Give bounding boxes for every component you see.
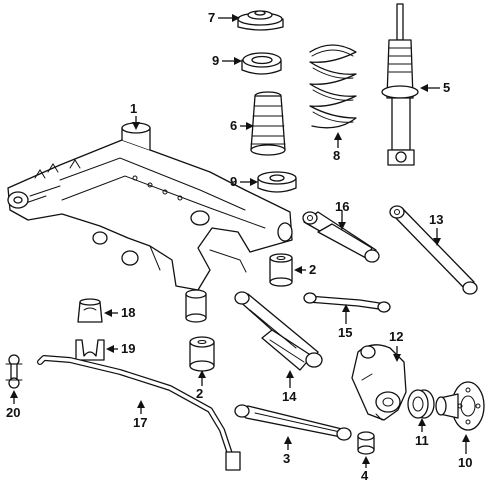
lower-control-arm-part [234, 291, 323, 371]
stabilizer-bracket-part [75, 339, 105, 361]
subframe-part [7, 122, 293, 323]
callout-19: 19 [121, 341, 136, 356]
coil-spring-part [309, 44, 357, 129]
leader-lines [10, 14, 470, 468]
callout-13: 13 [429, 212, 444, 227]
upper-spring-seat-part [241, 52, 282, 75]
wheel-hub-part [435, 381, 485, 431]
callout-2-bushing: 2 [309, 262, 317, 277]
callout-9-lower: 9 [230, 174, 238, 189]
callout-7: 7 [208, 10, 216, 25]
callout-18: 18 [121, 305, 136, 320]
lower-link-part [234, 404, 352, 441]
callout-20: 20 [6, 405, 21, 420]
callout-9-upper: 9 [212, 53, 220, 68]
toe-link-part [303, 292, 391, 313]
callout-14: 14 [282, 389, 297, 404]
subframe-bushing-right-part [269, 253, 293, 287]
shock-absorber-part [381, 3, 419, 166]
stabilizer-link-part [5, 354, 23, 389]
upper-control-arm-part [302, 211, 380, 263]
subframe-bushing-lower-part [189, 336, 215, 372]
stabilizer-bar-part [37, 355, 241, 471]
lower-spring-seat-part [257, 171, 297, 193]
wheel-bearing-part [407, 389, 435, 419]
knuckle-bushing-part [357, 431, 375, 455]
callout-2-lower: 2 [196, 386, 204, 401]
bump-stop-part [250, 91, 286, 156]
callout-8: 8 [333, 148, 341, 163]
callout-4: 4 [361, 468, 369, 483]
callout-5: 5 [443, 80, 451, 95]
callout-16: 16 [335, 199, 350, 214]
lateral-link-part [389, 205, 478, 295]
strut-mount-part [237, 10, 284, 31]
knuckle-part [351, 344, 407, 421]
callout-3: 3 [283, 451, 291, 466]
callout-6: 6 [230, 118, 238, 133]
stabilizer-bushing-part [77, 298, 103, 323]
callout-10: 10 [458, 455, 473, 470]
callout-11: 11 [415, 433, 429, 448]
callout-1: 1 [130, 101, 138, 116]
callout-15: 15 [338, 325, 353, 340]
callout-12: 12 [389, 329, 404, 344]
callout-17: 17 [133, 415, 148, 430]
